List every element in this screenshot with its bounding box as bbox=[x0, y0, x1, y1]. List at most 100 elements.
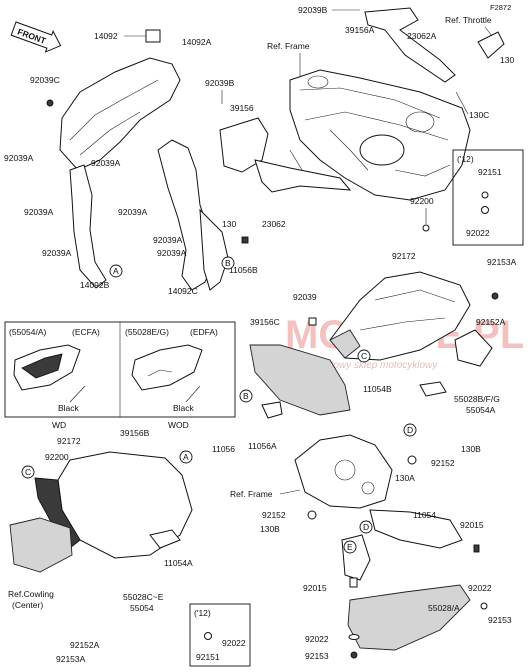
label-130b-mid: 130B bbox=[260, 524, 280, 534]
callout-a-2 bbox=[179, 450, 193, 464]
panel-39156 bbox=[219, 117, 269, 173]
label-39156c: 39156C bbox=[250, 317, 280, 327]
variant-right-color-code: (EDFA) bbox=[190, 327, 218, 337]
inner-bracket-left bbox=[59, 57, 181, 289]
figure-code: F2872 bbox=[490, 3, 511, 12]
label-14092b: 14092B bbox=[80, 280, 110, 290]
label-92015-r: 92015 bbox=[460, 520, 484, 530]
callout-a-1 bbox=[109, 264, 123, 278]
inset-12-bottom-92022: 92022 bbox=[222, 638, 246, 648]
label-92039c: 92039C bbox=[30, 75, 60, 85]
bracket-11056a bbox=[261, 401, 283, 419]
label-11056a: 11056A bbox=[248, 441, 277, 451]
variant-right-code: (55028E/G) bbox=[125, 327, 169, 337]
label-130-top: 130 bbox=[500, 55, 514, 65]
label-92039b-mid: 92039B bbox=[205, 78, 235, 88]
variant-left-color: Black bbox=[58, 403, 80, 413]
lower-cowling-upper bbox=[329, 271, 493, 397]
frame-lower-assembly bbox=[294, 434, 471, 651]
clip-14092 bbox=[145, 29, 161, 43]
callout-c-1-text: C bbox=[361, 351, 367, 361]
label-92153a-r: 92153A bbox=[487, 257, 517, 267]
label-92200-r: 92200 bbox=[410, 196, 434, 206]
duct-55028bfg bbox=[454, 329, 493, 367]
variant-left-caption: WD bbox=[52, 420, 66, 430]
label-92015-l: 92015 bbox=[303, 583, 327, 593]
label-11054a: 11054A bbox=[164, 558, 193, 568]
inset-12-top-92151: 92151 bbox=[478, 167, 502, 177]
callout-e bbox=[343, 540, 357, 554]
label-11056b: 11056B bbox=[229, 265, 258, 275]
frame-tank-assembly bbox=[289, 7, 505, 201]
variant-right-caption: WOD bbox=[168, 420, 189, 430]
bracket-11054 bbox=[369, 509, 463, 549]
label-ref-cowling-2: (Center) bbox=[12, 600, 43, 610]
label-55028bfg: 55028B/F/G bbox=[454, 394, 500, 404]
label-14092a: 14092A bbox=[182, 37, 212, 47]
label-92152a-l: 92152A bbox=[70, 640, 100, 650]
bracket-11054a bbox=[149, 529, 181, 549]
callout-e-text: E bbox=[347, 542, 353, 552]
inset-12-bottom bbox=[189, 603, 251, 667]
callout-b-1 bbox=[221, 256, 235, 270]
label-92153-r: 92153 bbox=[488, 615, 512, 625]
inset-12-top-title: ('12) bbox=[457, 154, 474, 164]
stay-23062 bbox=[254, 159, 352, 193]
label-92152a-r: 92152A bbox=[476, 317, 506, 327]
callout-c-1 bbox=[357, 349, 371, 363]
label-130a: 130A bbox=[395, 473, 415, 483]
label-130c: 130C bbox=[469, 110, 489, 120]
label-92152-top: 92152 bbox=[431, 458, 455, 468]
inset-12-bottom-92151: 92151 bbox=[196, 652, 220, 662]
variant-right-cowl bbox=[131, 344, 203, 391]
bracket-11054b bbox=[419, 381, 447, 397]
label-92172-r: 92172 bbox=[392, 251, 416, 261]
label-55054a: 55054A bbox=[466, 405, 496, 415]
label-39156: 39156 bbox=[230, 103, 254, 113]
label-ref-throttle: Ref. Throttle bbox=[445, 15, 492, 25]
label-92152-mid: 92152 bbox=[262, 510, 286, 520]
inset-12-bottom-title: ('12) bbox=[194, 608, 211, 618]
front-arrow-icon: FRONT bbox=[10, 21, 62, 53]
label-130b-top: 130B bbox=[461, 444, 481, 454]
variant-left-color-code: (ECFA) bbox=[72, 327, 100, 337]
label-92153-m: 92153 bbox=[305, 651, 329, 661]
callout-d-1 bbox=[403, 423, 417, 437]
watermark-tagline: internetowy sklep motocyklowy bbox=[300, 360, 438, 371]
label-92039a-2: 92039A bbox=[91, 158, 121, 168]
label-92200-l: 92200 bbox=[45, 452, 69, 462]
variant-left-code: (55054/A) bbox=[9, 327, 46, 337]
callout-b-2 bbox=[239, 389, 253, 403]
label-92039a-6: 92039A bbox=[42, 248, 72, 258]
label-11054b: 11054B bbox=[363, 384, 392, 394]
label-ref-cowling-1: Ref.Cowling bbox=[8, 589, 54, 599]
inner-bracket-right bbox=[157, 117, 352, 291]
label-92039a-3: 92039A bbox=[24, 207, 54, 217]
label-14092c: 14092C bbox=[168, 286, 198, 296]
label-39156b: 39156B bbox=[120, 428, 150, 438]
label-11054: 11054 bbox=[413, 510, 436, 520]
callout-b-1-text: B bbox=[225, 258, 231, 268]
panel-39156c bbox=[249, 344, 351, 416]
label-92039b-top: 92039B bbox=[298, 5, 328, 15]
lower-cowling-left bbox=[9, 451, 193, 573]
label-ref-frame-top: Ref. Frame bbox=[267, 41, 310, 51]
callout-a-1-text: A bbox=[113, 266, 119, 276]
label-92039a-4: 92039A bbox=[118, 207, 148, 217]
callout-c-2 bbox=[21, 465, 35, 479]
label-92039a-1: 92039A bbox=[4, 153, 34, 163]
label-92022-r: 92022 bbox=[468, 583, 492, 593]
callout-a-2-text: A bbox=[183, 452, 189, 462]
label-14092: 14092 bbox=[94, 31, 118, 41]
label-39156a: 39156A bbox=[345, 25, 375, 35]
callout-d-2 bbox=[359, 520, 373, 534]
label-ref-frame-mid: Ref. Frame bbox=[230, 489, 273, 499]
variant-right-color: Black bbox=[173, 403, 195, 413]
ref-cowling-center bbox=[9, 517, 73, 573]
label-130-mid: 130 bbox=[222, 219, 236, 229]
cowl-55028a bbox=[347, 584, 471, 651]
label-55028ce: 55028C~E bbox=[123, 592, 164, 602]
label-11056: 11056 bbox=[212, 444, 235, 454]
callout-b-2-text: B bbox=[243, 391, 249, 401]
label-55054: 55054 bbox=[130, 603, 154, 613]
